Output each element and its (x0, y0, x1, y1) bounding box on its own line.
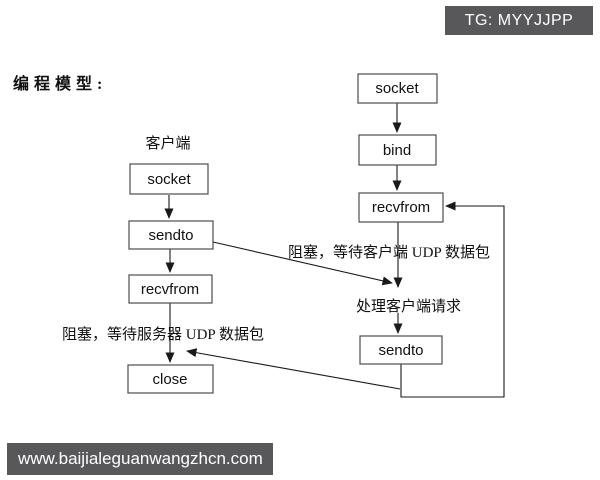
client-socket-box (129, 163, 209, 195)
client-recvfrom-label: recvfrom (141, 281, 199, 298)
client-recvfrom-box (128, 274, 213, 304)
client-close-label: close (152, 371, 187, 388)
server-bind-label: bind (383, 142, 411, 159)
annotation-wait-client: 阻塞，等待客户端 UDP 数据包 (288, 243, 490, 261)
tg-watermark-badge: TG: MYYJJPP (445, 6, 593, 35)
arrow-client-sendto-to-server (212, 241, 393, 286)
footer-url: www.baijialeguanwangzhcn.com (18, 449, 263, 468)
client-sendto-box (128, 220, 214, 250)
footer-url-bar: www.baijialeguanwangzhcn.com (7, 443, 273, 475)
server-recvfrom-label: recvfrom (372, 199, 430, 216)
server-recvfrom-box (358, 192, 444, 223)
server-sendto-box (359, 335, 443, 365)
annotation-wait-server: 阻塞，等待服务器 UDP 数据包 (62, 325, 264, 343)
server-bind-box (358, 134, 437, 166)
page-title: 编程模型: (13, 76, 108, 93)
client-close-box (127, 364, 214, 394)
client-column-label: 客户端 (145, 135, 190, 152)
arrow-server-sendto-to-client (186, 348, 401, 390)
server-socket-box (357, 73, 438, 104)
client-sendto-label: sendto (148, 227, 193, 244)
tg-watermark-label: TG: MYYJJPP (464, 11, 574, 29)
arrow-server-loop-back (400, 201, 505, 398)
client-socket-label: socket (147, 171, 191, 188)
annotation-process-request: 处理客户端请求 (356, 298, 461, 315)
server-sendto-label: sendto (378, 342, 423, 359)
server-socket-label: socket (375, 80, 419, 97)
